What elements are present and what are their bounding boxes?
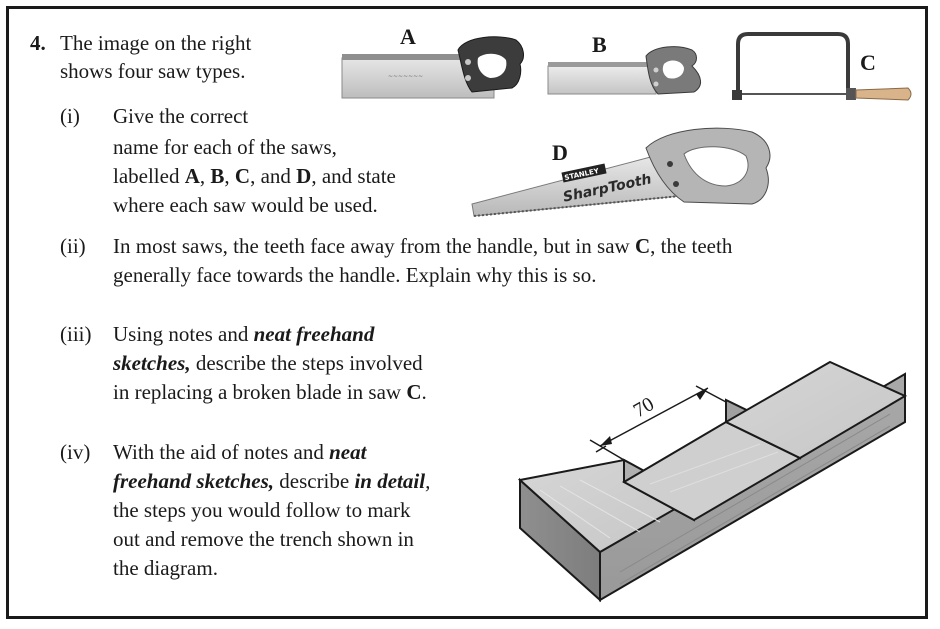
saw-c-image xyxy=(732,32,912,101)
part-iii-line-2: sketches, describe the steps involved xyxy=(113,351,423,375)
part-i-line-1: Give the correct xyxy=(113,104,249,128)
part-iv-line-3: the steps you would follow to mark xyxy=(113,498,411,522)
question-frame xyxy=(6,6,928,619)
part-iv-line-4: out and remove the trench shown in xyxy=(113,527,414,551)
trench-diagram: 70 xyxy=(517,360,908,603)
saw-label-b: B xyxy=(592,32,607,57)
part-ii-line-2: generally face towards the handle. Expla… xyxy=(113,263,597,287)
svg-text:~~~~~~~: ~~~~~~~ xyxy=(388,73,423,80)
part-i-marker: (i) xyxy=(60,104,80,128)
part-ii-line-1: In most saws, the teeth face away from t… xyxy=(113,234,733,258)
saw-d-image: STANLEY SharpTooth xyxy=(471,127,771,217)
part-i-line-3: labelled A, B, C, and D, and state xyxy=(113,164,396,188)
saw-a-image: ~~~~~~~ xyxy=(341,36,524,99)
saw-label-d: D xyxy=(552,140,568,165)
part-i-line-4: where each saw would be used. xyxy=(113,193,378,217)
part-iii-line-3: in replacing a broken blade in saw C. xyxy=(113,380,427,404)
part-iv-line-1: With the aid of notes and neat xyxy=(113,440,367,464)
question-number: 4. xyxy=(30,31,46,55)
saw-label-c: C xyxy=(860,50,876,75)
question-intro-line-1: The image on the right xyxy=(60,31,252,55)
part-iii-line-1: Using notes and neat freehand xyxy=(113,322,375,346)
part-iii-marker: (iii) xyxy=(60,322,92,346)
part-iv-marker: (iv) xyxy=(60,440,91,464)
part-iv-line-5: the diagram. xyxy=(113,556,218,580)
saw-label-a: A xyxy=(400,24,416,49)
question-intro-line-2: shows four saw types. xyxy=(60,59,246,83)
saw-b-image xyxy=(547,46,701,95)
part-iv-line-2: freehand sketches, describe in detail, xyxy=(113,469,431,493)
part-ii-marker: (ii) xyxy=(60,234,86,258)
part-i-line-2: name for each of the saws, xyxy=(113,135,337,159)
